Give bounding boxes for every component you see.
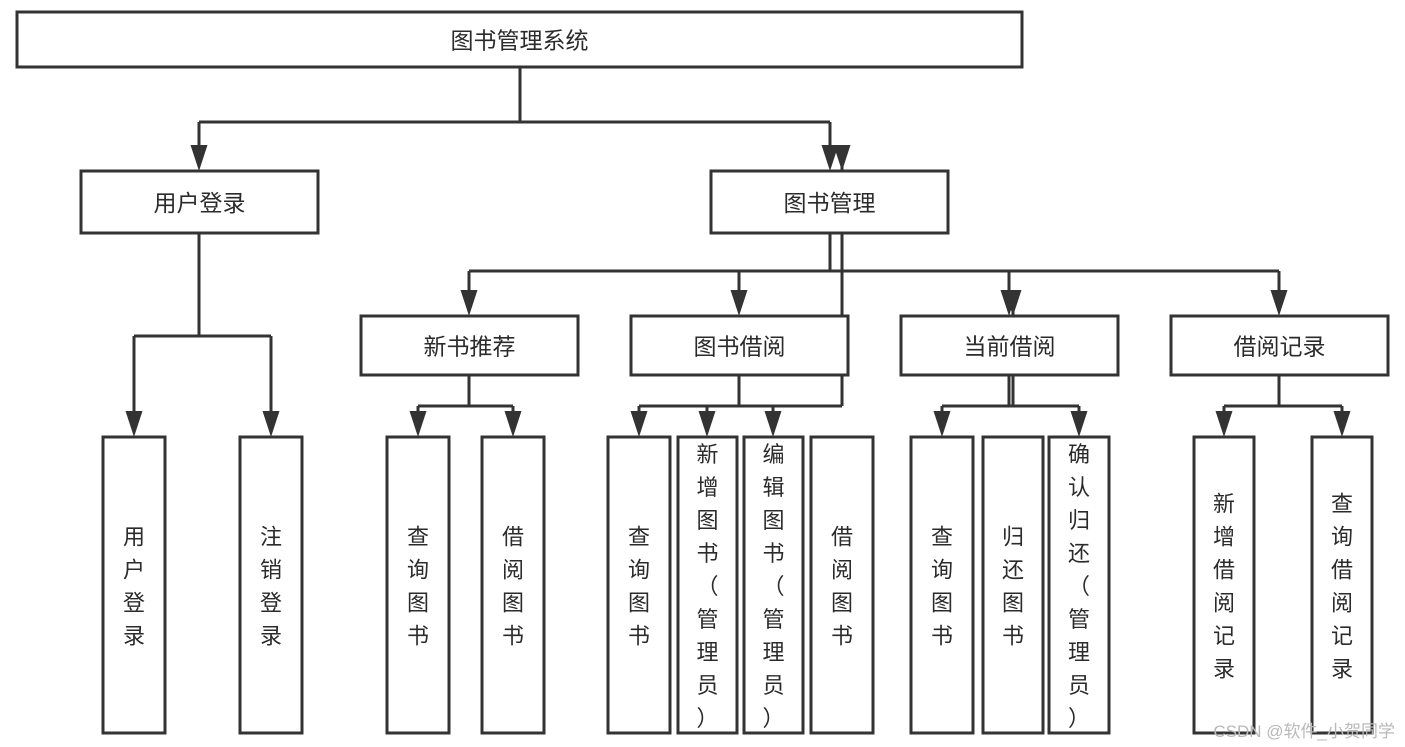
node-leaf-logout[interactable]: 注销登录 bbox=[238, 435, 304, 735]
node-leaf-query-borrow-record[interactable]: 查询借阅记录 bbox=[1310, 435, 1374, 735]
node-label: 用户登录 bbox=[154, 190, 246, 216]
node-leaf-query-book-borrow[interactable]: 查询图书 bbox=[606, 435, 672, 735]
node-label: 查询图书 bbox=[931, 525, 953, 649]
node-label: 确认归还（管理员） bbox=[1068, 442, 1090, 731]
node-leaf-borrow-book[interactable]: 借阅图书 bbox=[809, 435, 875, 735]
node-new-book-recommend[interactable]: 新书推荐 bbox=[359, 314, 580, 377]
node-label: 借阅图书 bbox=[831, 525, 853, 649]
node-label: 新增图书（管理员） bbox=[696, 442, 718, 731]
connector-user-login bbox=[125, 233, 280, 437]
node-label: 注销登录 bbox=[260, 525, 282, 649]
node-borrow-record[interactable]: 借阅记录 bbox=[1169, 314, 1390, 377]
connector-borrow-record bbox=[1215, 375, 1351, 437]
connector-book-manage bbox=[460, 233, 1288, 316]
node-label: 编辑图书（管理员） bbox=[762, 442, 784, 731]
node-label: 借阅记录 bbox=[1234, 334, 1326, 360]
connector-current-borrow bbox=[933, 290, 1088, 437]
node-leaf-return-book[interactable]: 归还图书 bbox=[981, 435, 1045, 735]
node-leaf-confirm-return[interactable]: 确认归还（管理员） bbox=[1047, 435, 1111, 735]
csdn-watermark: CSDN @软件_小贺同学 bbox=[1213, 722, 1395, 741]
node-leaf-user-login[interactable]: 用户登录 bbox=[101, 435, 167, 735]
node-book-manage[interactable]: 图书管理 bbox=[709, 169, 950, 235]
node-label: 新增借阅记录 bbox=[1213, 492, 1235, 682]
node-label: 新书推荐 bbox=[424, 334, 516, 360]
node-book-borrow[interactable]: 图书借阅 bbox=[629, 314, 850, 377]
node-label: 查询借阅记录 bbox=[1331, 492, 1353, 682]
node-label: 查询图书 bbox=[407, 525, 429, 649]
node-root[interactable]: 图书管理系统 bbox=[15, 10, 1024, 69]
node-layer: 图书管理系统用户登录图书管理新书推荐图书借阅当前借阅借阅记录用户登录注销登录查询… bbox=[15, 10, 1390, 735]
node-label: 用户登录 bbox=[123, 525, 145, 649]
node-user-login[interactable]: 用户登录 bbox=[79, 169, 320, 235]
node-leaf-query-book-recommend[interactable]: 查询图书 bbox=[385, 435, 451, 735]
connector-root bbox=[190, 67, 839, 171]
node-label: 归还图书 bbox=[1002, 525, 1024, 649]
node-label: 借阅图书 bbox=[502, 525, 524, 649]
node-current-borrow[interactable]: 当前借阅 bbox=[899, 314, 1120, 377]
node-label: 图书管理 bbox=[784, 190, 876, 216]
node-label: 图书借阅 bbox=[694, 334, 786, 360]
node-leaf-borrow-book-recommend[interactable]: 借阅图书 bbox=[480, 435, 546, 735]
connector-new-book-recommend bbox=[409, 375, 522, 437]
node-leaf-add-borrow-record[interactable]: 新增借阅记录 bbox=[1192, 435, 1256, 735]
node-leaf-query-book-current[interactable]: 查询图书 bbox=[909, 435, 975, 735]
node-label: 图书管理系统 bbox=[451, 28, 589, 54]
node-label: 查询图书 bbox=[628, 525, 650, 649]
node-label: 当前借阅 bbox=[964, 334, 1056, 360]
connector-layer bbox=[125, 67, 1351, 437]
node-leaf-add-book[interactable]: 新增图书（管理员） bbox=[676, 435, 739, 735]
node-leaf-edit-book[interactable]: 编辑图书（管理员） bbox=[742, 435, 805, 735]
